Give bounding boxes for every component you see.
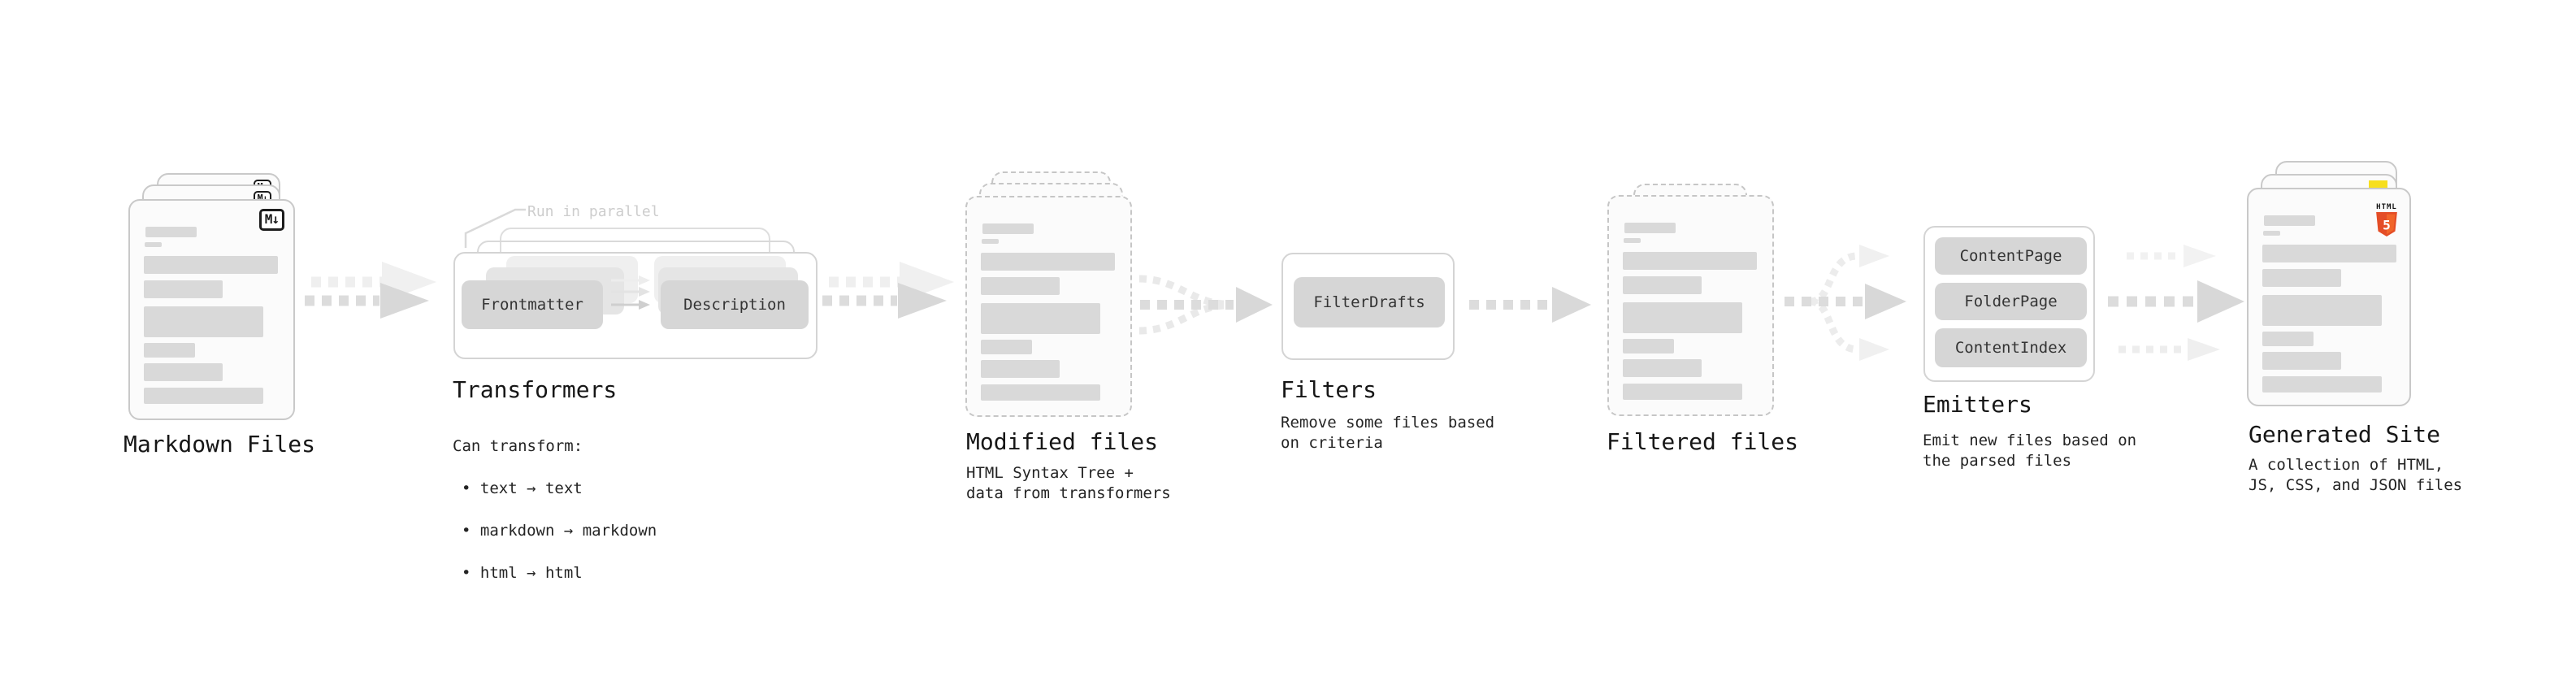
markdown-icon: M↓ [258,209,284,231]
flow-arrow-filtered-to-emitters [1785,245,1906,361]
filter-node-filterdrafts: FilterDrafts [1294,277,1445,327]
transformer-node-description: Description [661,280,809,329]
filters-caption: Remove some files based on criteria [1281,414,1495,452]
stage-title-filtered-files: Filtered files [1607,428,1799,455]
html5-icon-number: 5 [2383,217,2391,232]
emitters-caption: Emit new files based on the parsed files [1923,432,2137,470]
generated-site-caption: A collection of HTML, JS, CSS, and JSON … [2249,456,2463,494]
flow-arrow-filters-to-filtered [1469,287,1591,323]
flow-arrow-markdown-to-transformers [305,262,436,319]
transformer-node-frontmatter: Frontmatter [462,280,603,329]
emitter-node-contentpage: ContentPage [1935,237,2087,275]
run-in-parallel-annotation: Run in parallel [527,203,660,220]
flow-arrow-transformers-to-modified [822,262,954,319]
stage-title-transformers: Transformers [453,376,618,403]
modified-files-caption: HTML Syntax Tree + data from transformer… [966,464,1171,502]
parallel-arrow-middle [611,287,650,297]
caption-line: Can transform: [453,437,583,455]
emitter-node-folderpage: FolderPage [1935,283,2087,320]
emitter-node-contentindex: ContentIndex [1935,328,2087,367]
stage-title-modified-files: Modified files [966,428,1159,455]
parallel-arrow-bottom [611,300,650,310]
caption-bullet: • markdown → markdown [462,522,657,540]
html5-icon: HTML 5 [2373,197,2400,236]
run-in-parallel-callout-line [464,208,526,248]
filtered-file-card [1607,195,1774,416]
stage-title-generated-site: Generated Site [2249,421,2441,448]
stage-title-markdown-files: Markdown Files [124,431,316,458]
html5-icon-label: HTML [2376,203,2397,211]
stage-title-emitters: Emitters [1923,391,2032,418]
stage-title-filters: Filters [1281,376,1377,403]
modified-file-card [965,196,1132,417]
flow-arrow-modified-to-filters [1138,275,1273,335]
generated-file-card: HTML 5 [2247,188,2411,406]
caption-bullet: • text → text [462,479,583,497]
transformers-caption: Can transform: • text → text • markdown … [453,414,657,605]
markdown-file-card: M↓ [128,199,295,420]
flow-arrow-emitters-to-generated [2108,245,2244,361]
parallel-arrow-top [611,275,650,285]
caption-bullet: • html → html [462,564,583,582]
